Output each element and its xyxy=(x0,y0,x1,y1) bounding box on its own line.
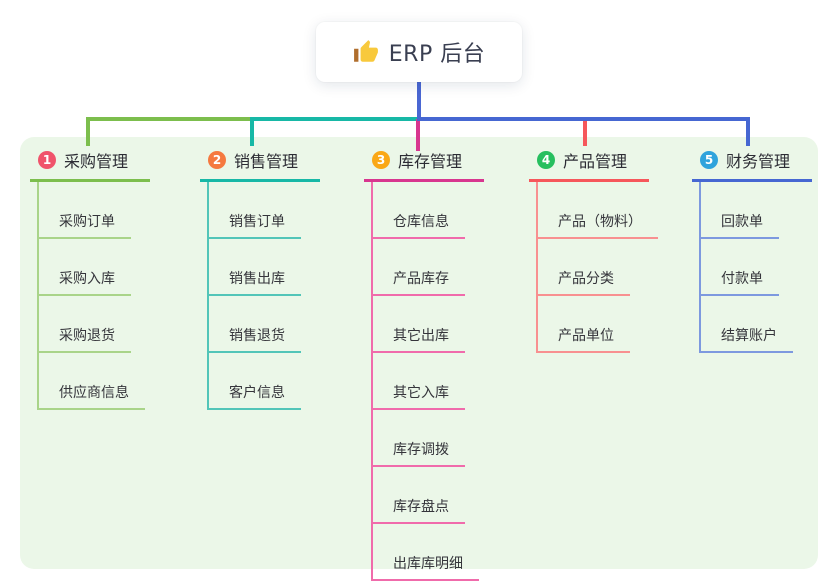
tree-node[interactable]: 出库库明细 xyxy=(371,524,479,581)
thumbs-up-icon xyxy=(353,39,379,65)
tree-node[interactable]: 销售退货 xyxy=(207,296,301,353)
branch-3: 3 库存管理仓库信息产品库存其它出库其它入库库存调拨库存盘点出库库明细 xyxy=(364,146,484,581)
branch-children: 采购订单采购入库采购退货供应商信息 xyxy=(37,182,150,410)
tree-node[interactable]: 产品库存 xyxy=(371,239,465,296)
branch-children: 销售订单销售出库销售退货客户信息 xyxy=(207,182,320,410)
branch-children: 产品（物料）产品分类产品单位 xyxy=(536,182,658,353)
branch-heading-1[interactable]: 1 采购管理 xyxy=(30,146,150,182)
root-node-label: ERP 后台 xyxy=(388,42,486,67)
tree-node[interactable]: 销售订单 xyxy=(207,182,301,239)
tree-node[interactable]: 客户信息 xyxy=(207,353,301,410)
tree-node[interactable]: 产品单位 xyxy=(536,296,630,353)
branch-heading-3[interactable]: 3 库存管理 xyxy=(364,146,484,182)
tree-node[interactable]: 产品（物料） xyxy=(536,182,658,239)
root-node[interactable]: ERP 后台 xyxy=(316,22,522,82)
tree-node[interactable]: 库存盘点 xyxy=(371,467,465,524)
branch-title: 采购管理 xyxy=(64,152,129,171)
tree-node[interactable]: 采购入库 xyxy=(37,239,131,296)
tree-node[interactable]: 销售出库 xyxy=(207,239,301,296)
tree-node[interactable]: 其它入库 xyxy=(371,353,465,410)
branch-heading-4[interactable]: 4 产品管理 xyxy=(529,146,649,182)
tree-node[interactable]: 产品分类 xyxy=(536,239,630,296)
tree-node[interactable]: 采购退货 xyxy=(37,296,131,353)
branch-title: 库存管理 xyxy=(398,152,463,171)
branch-1: 1 采购管理采购订单采购入库采购退货供应商信息 xyxy=(30,146,150,410)
branch-4: 4 产品管理产品（物料）产品分类产品单位 xyxy=(529,146,658,353)
branch-children: 仓库信息产品库存其它出库其它入库库存调拨库存盘点出库库明细 xyxy=(371,182,484,581)
tree-node[interactable]: 采购订单 xyxy=(37,182,131,239)
branch-heading-5[interactable]: 5 财务管理 xyxy=(692,146,812,182)
tree-node[interactable]: 仓库信息 xyxy=(371,182,465,239)
tree-node[interactable]: 付款单 xyxy=(699,239,779,296)
branch-2: 2 销售管理销售订单销售出库销售退货客户信息 xyxy=(200,146,320,410)
tree-node[interactable]: 库存调拨 xyxy=(371,410,465,467)
tree-node[interactable]: 结算账户 xyxy=(699,296,793,353)
branch-number-badge: 1 xyxy=(38,151,56,169)
tree-node[interactable]: 回款单 xyxy=(699,182,779,239)
tree-node[interactable]: 供应商信息 xyxy=(37,353,145,410)
branch-heading-2[interactable]: 2 销售管理 xyxy=(200,146,320,182)
branch-title: 销售管理 xyxy=(234,152,299,171)
branch-number-badge: 2 xyxy=(208,151,226,169)
branch-title: 财务管理 xyxy=(726,152,791,171)
branch-number-badge: 5 xyxy=(700,151,718,169)
tree-node[interactable]: 其它出库 xyxy=(371,296,465,353)
branch-title: 产品管理 xyxy=(563,152,628,171)
branches-panel xyxy=(20,137,818,569)
branch-children: 回款单付款单结算账户 xyxy=(699,182,812,353)
branch-number-badge: 3 xyxy=(372,151,390,169)
branch-number-badge: 4 xyxy=(537,151,555,169)
branch-5: 5 财务管理回款单付款单结算账户 xyxy=(692,146,812,353)
